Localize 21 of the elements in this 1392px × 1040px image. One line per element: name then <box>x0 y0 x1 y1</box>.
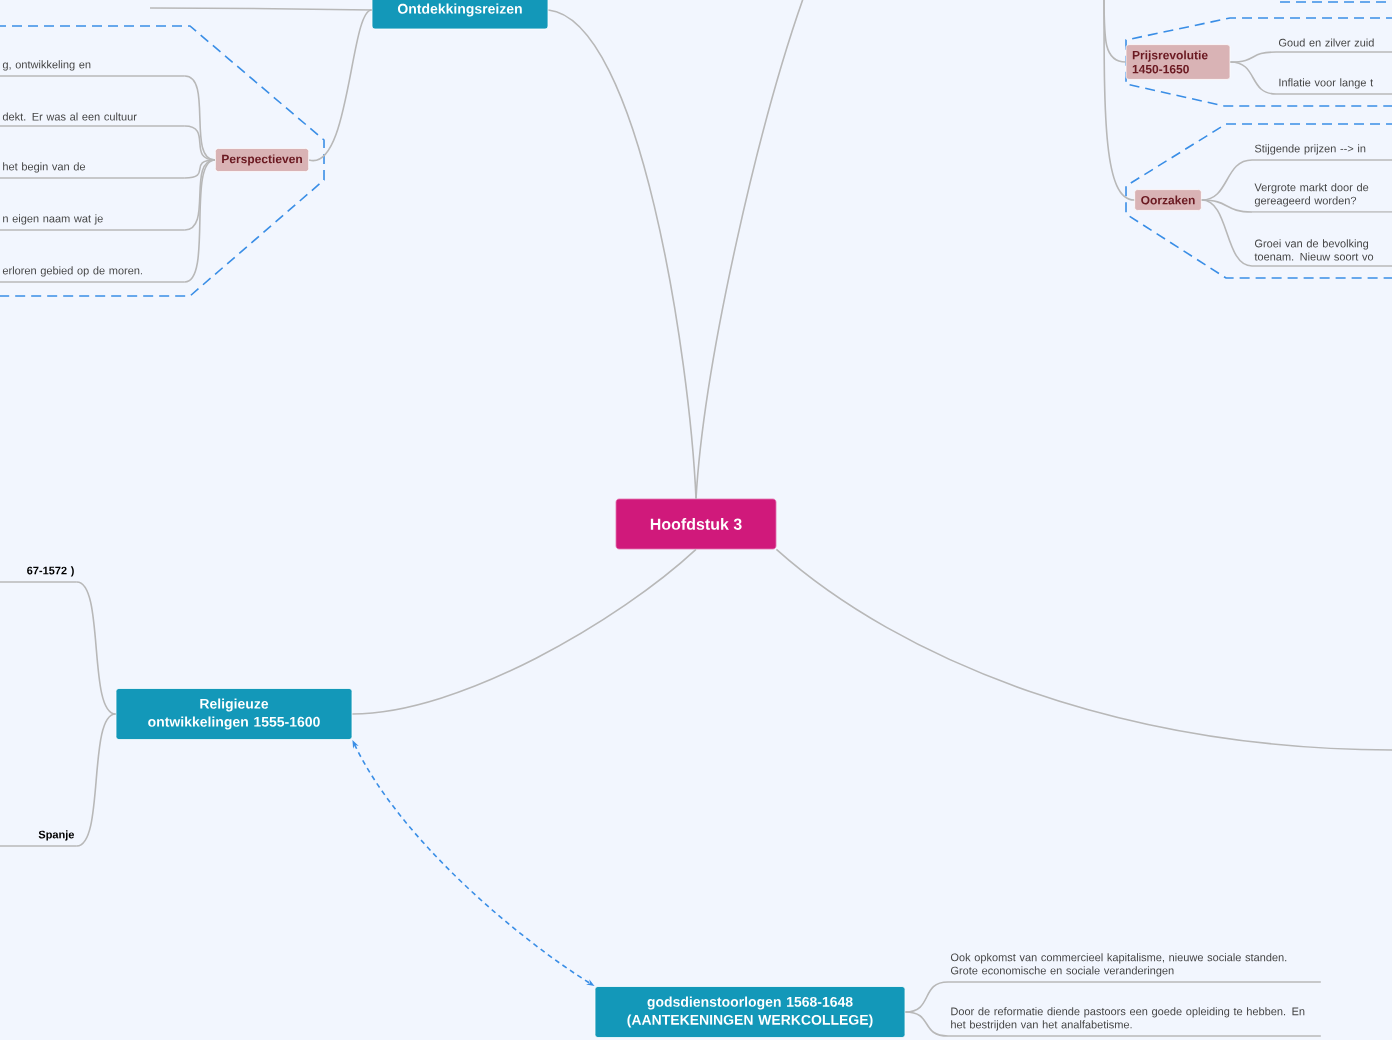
connector <box>184 75 216 161</box>
connector <box>149 7 373 11</box>
connector <box>76 713 117 847</box>
connector <box>1103 0 1136 201</box>
connector <box>76 581 117 715</box>
connector <box>184 159 216 231</box>
connector <box>351 548 697 715</box>
connector <box>184 159 216 283</box>
connector <box>775 548 1392 751</box>
connector <box>1200 199 1253 267</box>
connector <box>547 9 697 500</box>
connector <box>1200 199 1253 213</box>
central-topic-box: Hoofdstuk 3 <box>615 498 777 550</box>
connector <box>308 9 373 161</box>
connector <box>1229 51 1277 63</box>
connector <box>184 159 216 179</box>
connector <box>904 1011 949 1037</box>
connector <box>695 0 805 500</box>
connector <box>904 981 949 1013</box>
connector <box>1229 61 1277 95</box>
connector <box>184 125 216 161</box>
